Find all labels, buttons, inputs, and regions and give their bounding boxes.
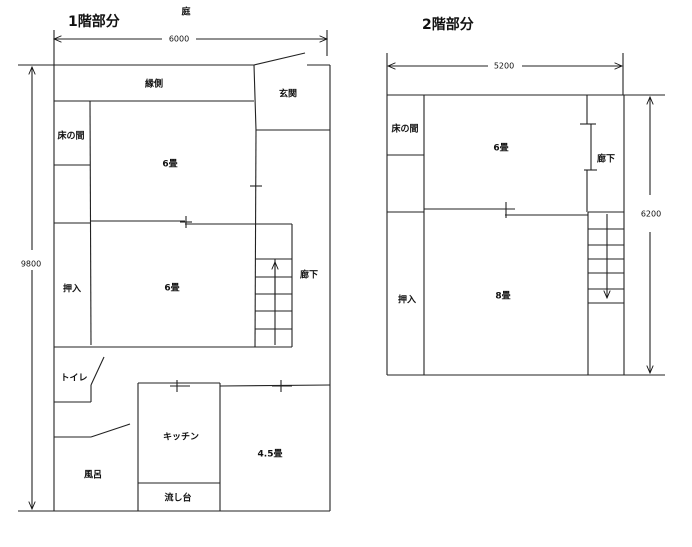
room-4-5jo: 4.5畳 [258,449,283,460]
room-bath: 風呂 [84,470,102,481]
room-corridor-1f: 廊下 [300,269,318,281]
garden-label: 庭 [181,6,191,18]
room-toilet: トイレ [60,373,87,384]
door [90,356,105,386]
room-corridor-2f: 廊下 [597,153,615,165]
floor1-width-dim: 6000 [169,35,189,44]
room-tokonoma-2f: 床の間 [391,123,418,135]
room-6jo-2f: 6畳 [493,143,508,154]
door [253,52,306,66]
floor2-title: 2階部分 [422,16,474,33]
room-genkan: 玄関 [279,88,297,100]
floor1-height-dim: 9800 [21,260,41,269]
room-6jo-upper: 6畳 [162,159,177,170]
room-6jo-lower: 6畳 [164,283,179,294]
wall [253,64,257,131]
floor1-title: 1階部分 [68,13,120,30]
door [90,423,131,438]
room-oshiire-2f: 押入 [398,294,416,306]
room-kitchen: キッチン [163,432,199,443]
room-sink: 流し台 [164,492,191,504]
room-8jo: 8畳 [495,291,510,302]
room-engawa: 縁側 [145,78,163,90]
floor2-height-dim: 6200 [641,210,661,219]
room-tokonoma-1f: 床の間 [57,130,84,142]
floor2-width-dim: 5200 [494,62,514,71]
wall [89,100,92,346]
wall [254,129,257,348]
room-oshiire-1f: 押入 [63,283,81,295]
